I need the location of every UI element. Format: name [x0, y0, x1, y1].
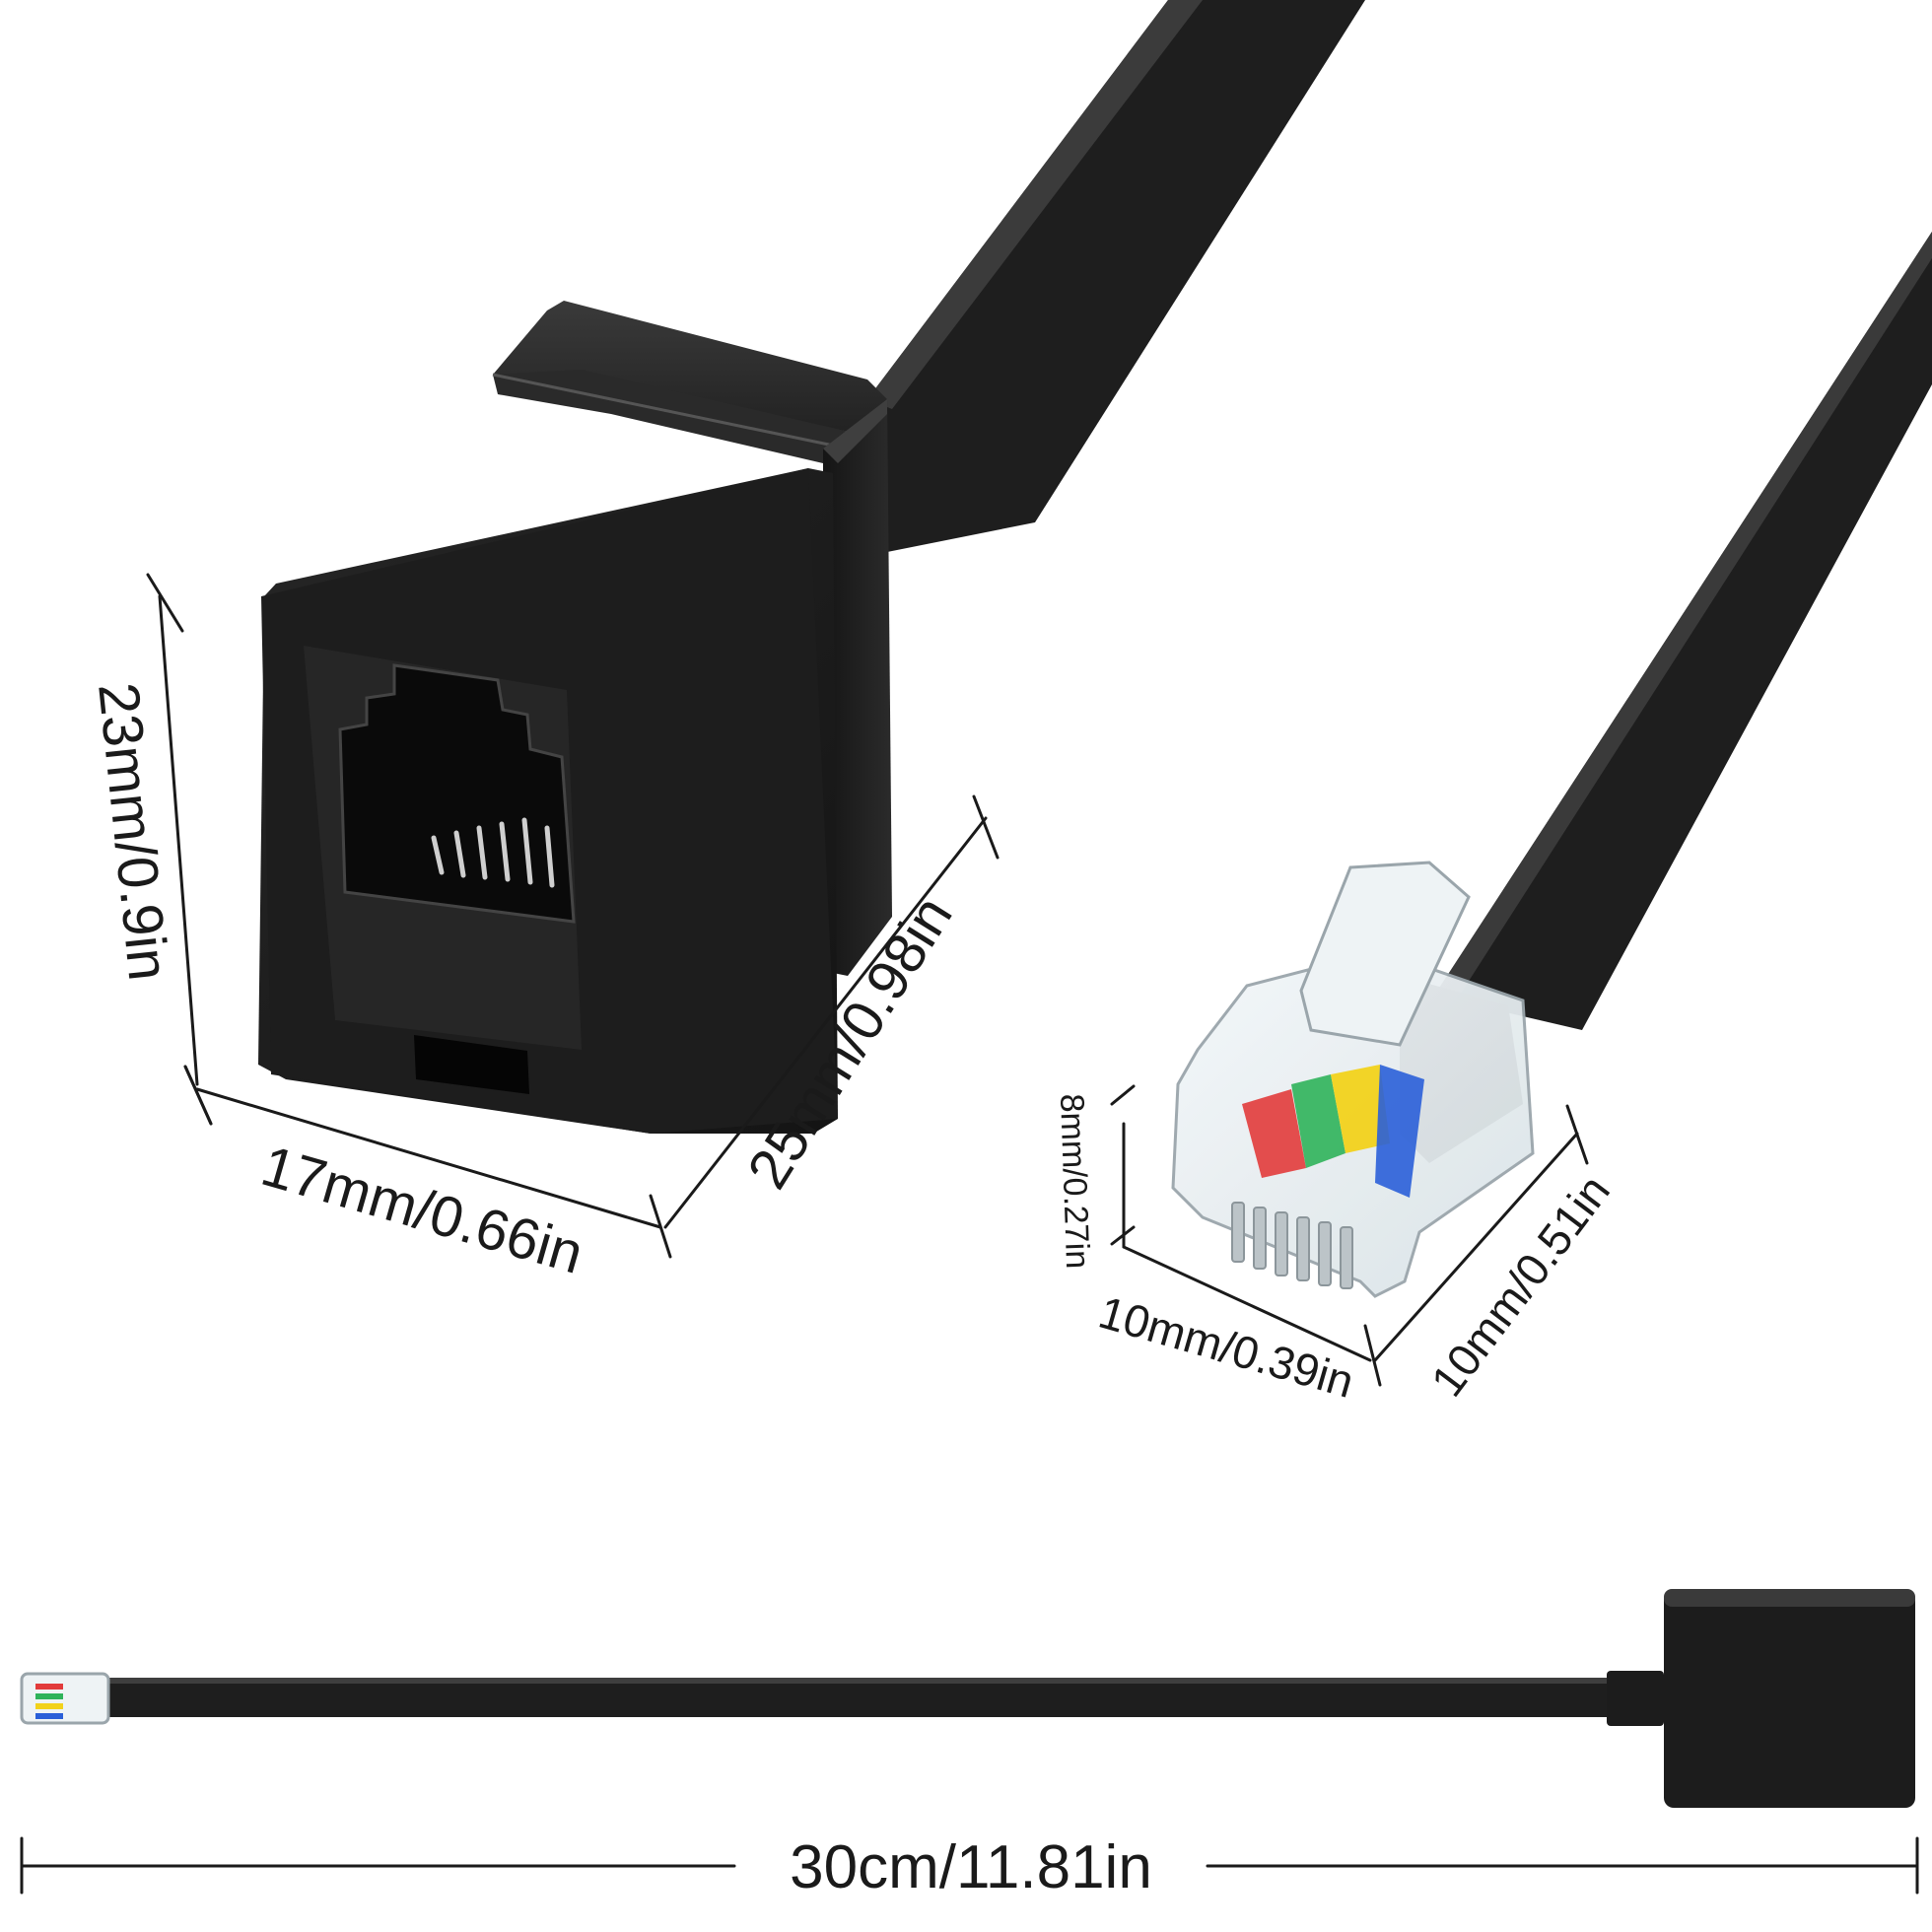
rj11-female-jack [258, 301, 892, 1134]
flat-cable-upper [867, 0, 1365, 552]
jack-height-label: 23mm/0.9in [86, 680, 180, 984]
plug-height-label: 8mm/0.27in [1053, 1093, 1096, 1270]
jack-height-dimension: 23mm/0.9in [86, 573, 213, 1126]
plug-contacts [1231, 1202, 1353, 1289]
plug-wires [1242, 1065, 1424, 1198]
full-cable-overview [20, 1589, 1915, 1808]
plug-width-label: 10mm/0.39in [1093, 1286, 1359, 1408]
cable-length-dimension: 30cm/11.81in [20, 1833, 1919, 1901]
cable-length-label: 30cm/11.81in [790, 1833, 1152, 1901]
overview-plug [20, 1672, 110, 1725]
flat-cable-to-plug [1434, 232, 1932, 1030]
rj11-male-plug [1171, 861, 1535, 1298]
overview-jack [1607, 1589, 1915, 1808]
plug-height-dimension: 8mm/0.27in [1053, 1084, 1136, 1270]
jack-port [338, 663, 576, 924]
jack-contact-pins [431, 817, 555, 888]
overview-flat-cable [94, 1678, 1612, 1717]
